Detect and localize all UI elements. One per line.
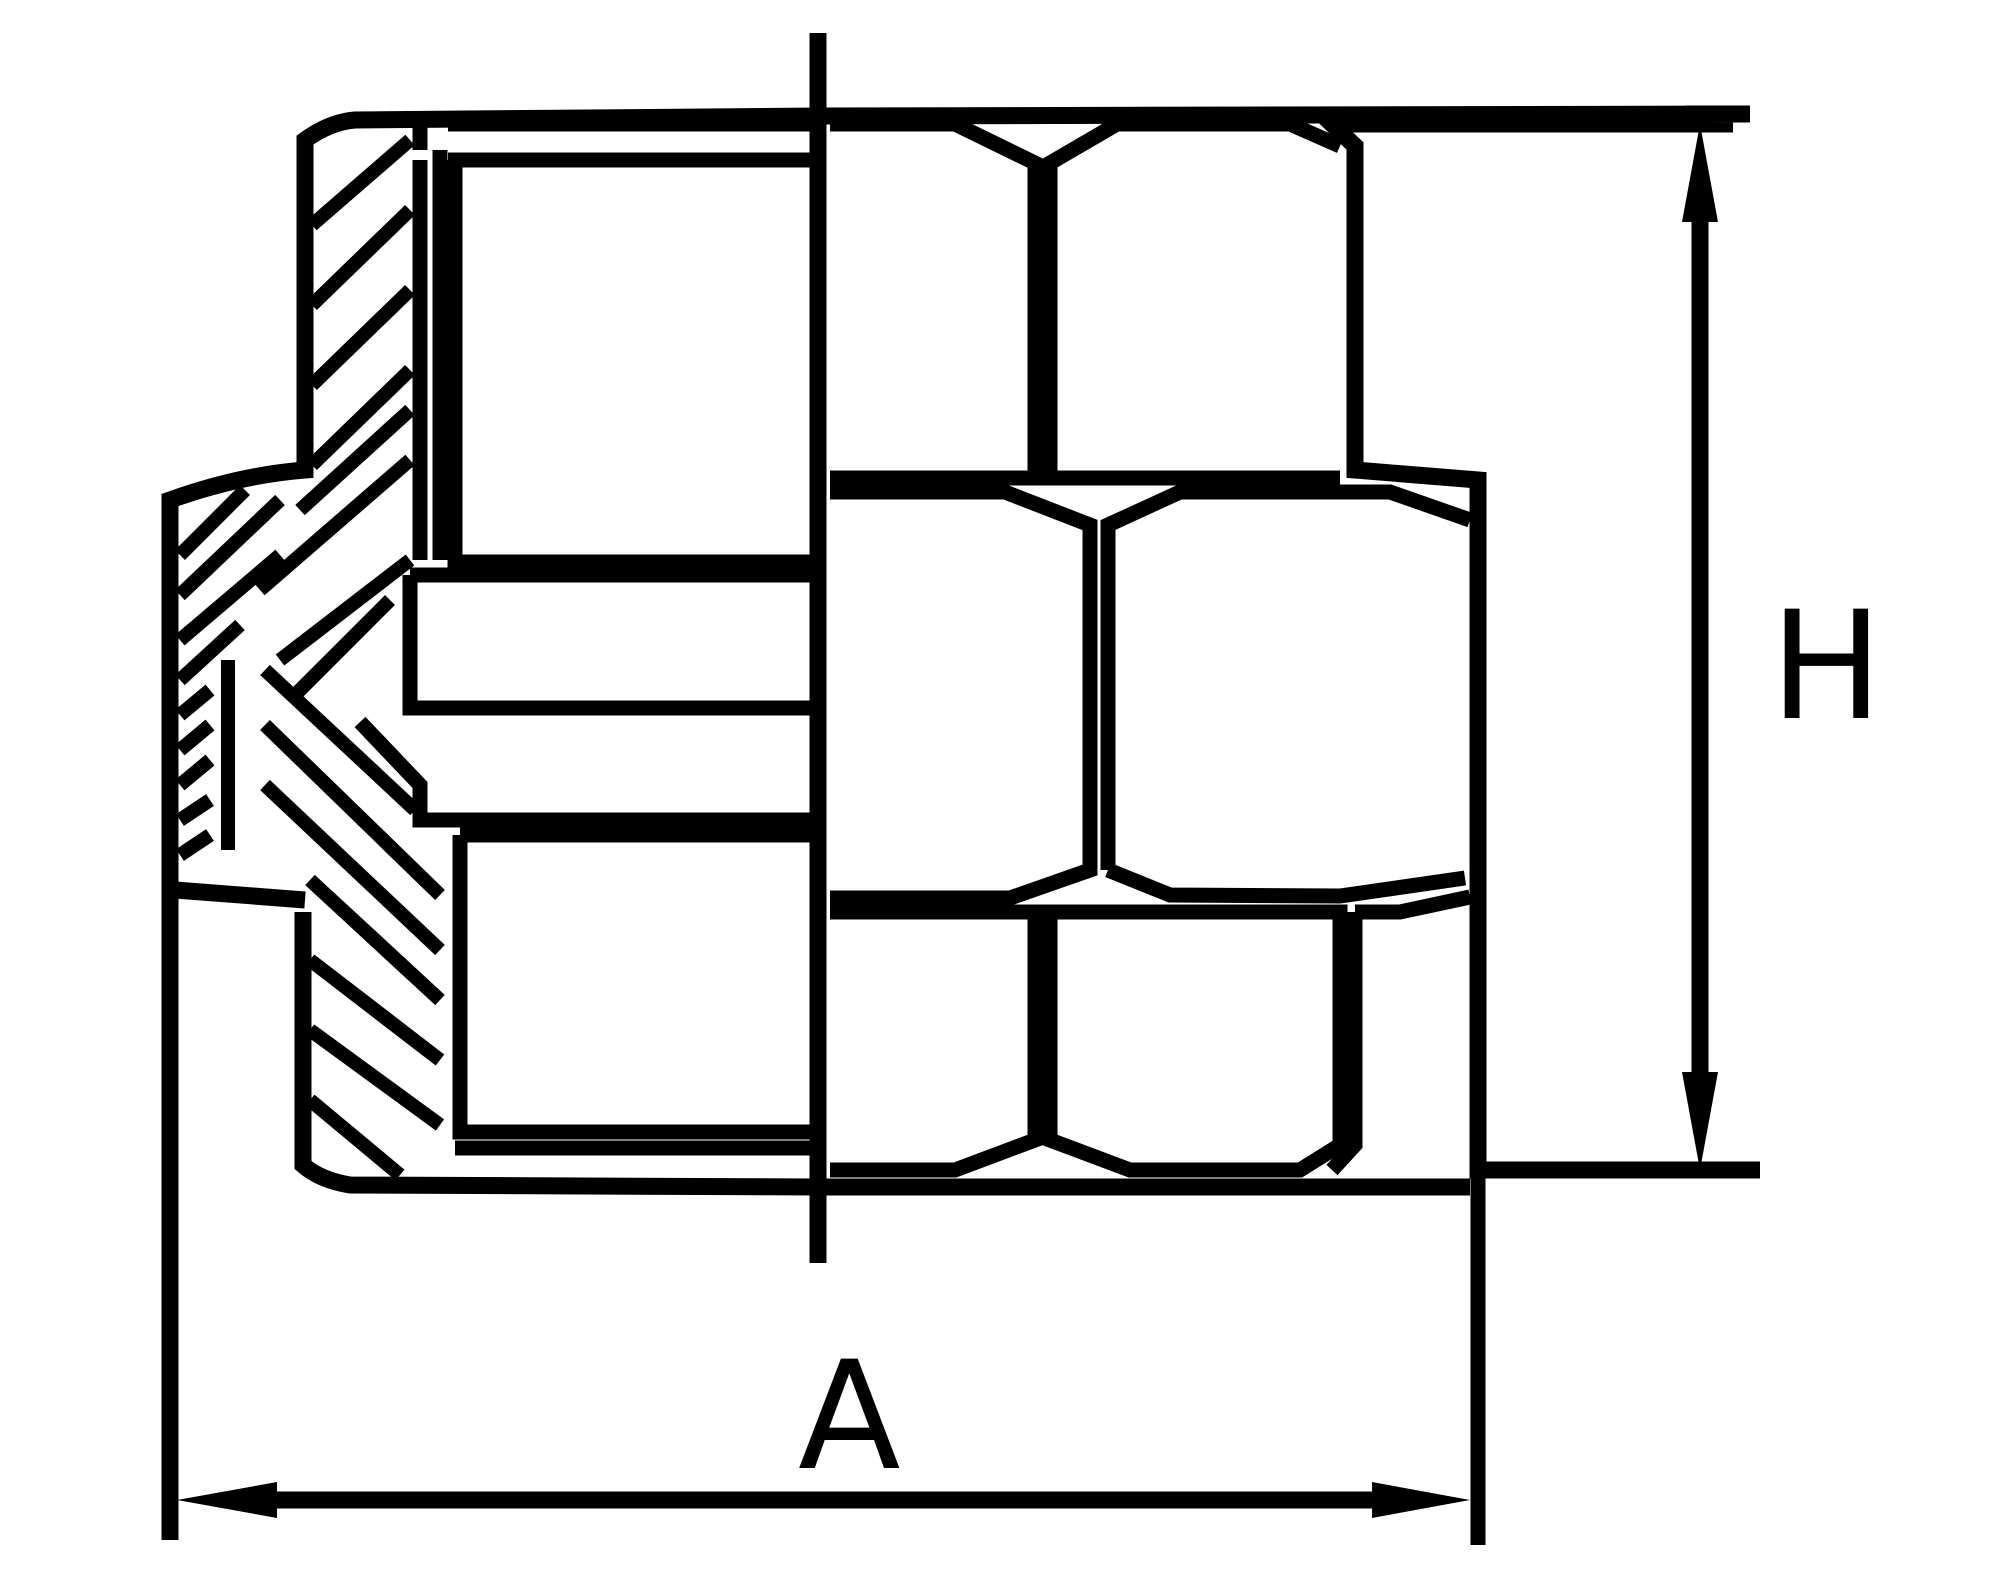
section-view [161,107,1470,1540]
arrow-left-icon [177,1482,277,1518]
dimension-label-h: H [1770,580,1883,754]
hex-head [819,105,1760,1545]
dimension-a: A [177,1330,1470,1518]
dimension-label-a: A [798,1330,901,1504]
section-hatching [175,134,445,1181]
arrow-down-icon [1682,1072,1718,1170]
arrow-up-icon [1682,124,1718,222]
dimension-h: H [1682,105,1883,1170]
arrow-right-icon [1372,1482,1470,1518]
